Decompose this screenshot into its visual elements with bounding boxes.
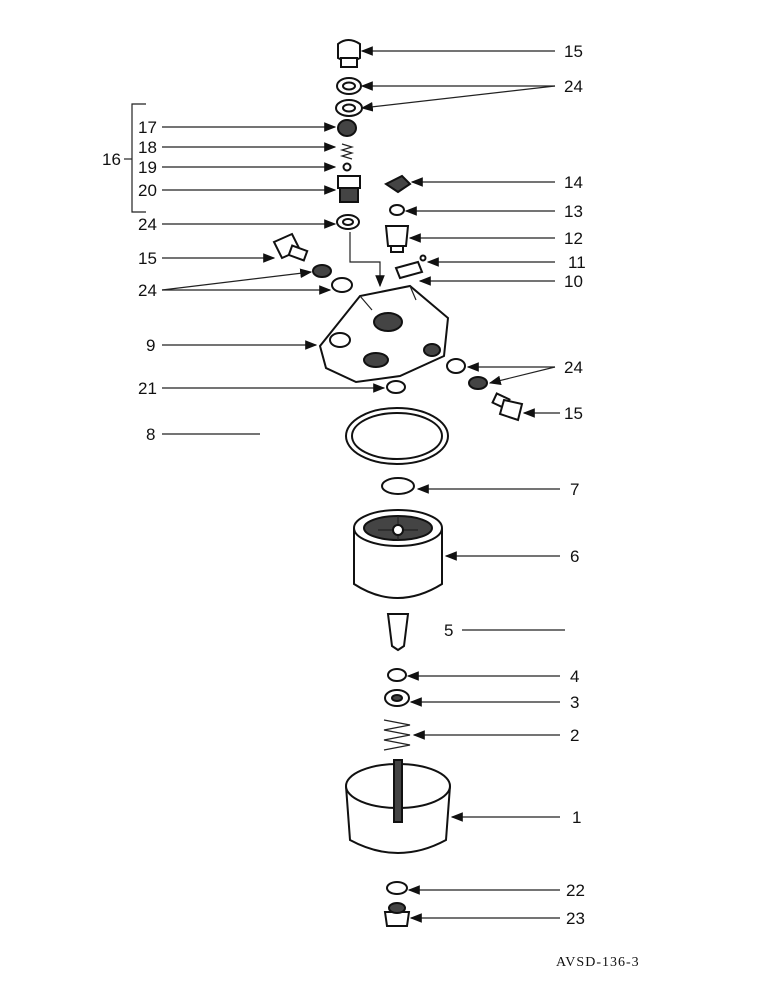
callout-7: 7 <box>570 480 579 499</box>
callout-15-left: 15 <box>138 249 157 268</box>
part-18-spring <box>339 143 355 160</box>
part-23-drain-plug <box>383 902 411 927</box>
callout-8: 8 <box>146 425 155 444</box>
callout-19: 19 <box>138 158 157 177</box>
part-21-o-ring <box>386 380 406 394</box>
callout-2: 2 <box>570 726 579 745</box>
part-4-washer <box>387 668 407 682</box>
diagram-code: AVSD-136-3 <box>556 955 640 970</box>
callout-4: 4 <box>570 667 579 686</box>
callout-23: 23 <box>566 909 585 928</box>
part-10-plate <box>394 254 427 280</box>
part-12-plug <box>384 225 410 253</box>
part-1-bowl <box>345 759 451 854</box>
callout-22: 22 <box>566 881 585 900</box>
part-24-washer-f <box>446 358 466 374</box>
callout-24-left-upper: 24 <box>138 215 157 234</box>
part-14-bleed-screw <box>384 174 412 194</box>
part-24-washer-g <box>468 376 488 390</box>
callout-11: 11 <box>568 253 586 272</box>
callout-20: 20 <box>138 181 157 200</box>
part-24-washer-e <box>331 277 353 293</box>
callout-5: 5 <box>444 621 453 640</box>
part-17 <box>337 119 357 137</box>
part-7-ring <box>381 477 415 495</box>
callout-3: 3 <box>570 693 579 712</box>
part-15-top-bolt <box>337 39 361 68</box>
callout-15-right: 15 <box>564 404 583 423</box>
callout-1: 1 <box>572 808 581 827</box>
part-19-ball <box>342 162 352 172</box>
part-15-right-bolt <box>491 392 524 422</box>
callout-6: 6 <box>570 547 579 566</box>
leader-lines <box>124 46 565 923</box>
part-8-gasket <box>345 407 449 465</box>
part-5-cone <box>386 613 410 652</box>
callout-24-top: 24 <box>564 77 583 96</box>
part-6-filter-element <box>353 509 443 599</box>
callout-24-right: 24 <box>564 358 583 377</box>
part-2-spring <box>383 719 411 751</box>
part-24-washer-d <box>312 264 332 278</box>
callout-9: 9 <box>146 336 155 355</box>
callout-10: 10 <box>564 272 583 291</box>
part-9-filter-head <box>318 284 450 384</box>
callout-14: 14 <box>564 173 583 192</box>
part-20-valve-body <box>337 175 361 203</box>
callout-18: 18 <box>138 138 157 157</box>
callout-17: 17 <box>138 118 157 137</box>
callout-16: 16 <box>102 150 121 169</box>
callout-24-left-lower: 24 <box>138 281 157 300</box>
callout-12: 12 <box>564 229 583 248</box>
part-22-washer <box>386 881 408 895</box>
callout-13: 13 <box>564 202 583 221</box>
part-13-washer <box>389 204 405 216</box>
callout-15-top: 15 <box>564 42 583 61</box>
part-15-left-bolt <box>272 232 309 262</box>
callout-21: 21 <box>138 379 157 398</box>
part-11-pin <box>419 254 427 262</box>
